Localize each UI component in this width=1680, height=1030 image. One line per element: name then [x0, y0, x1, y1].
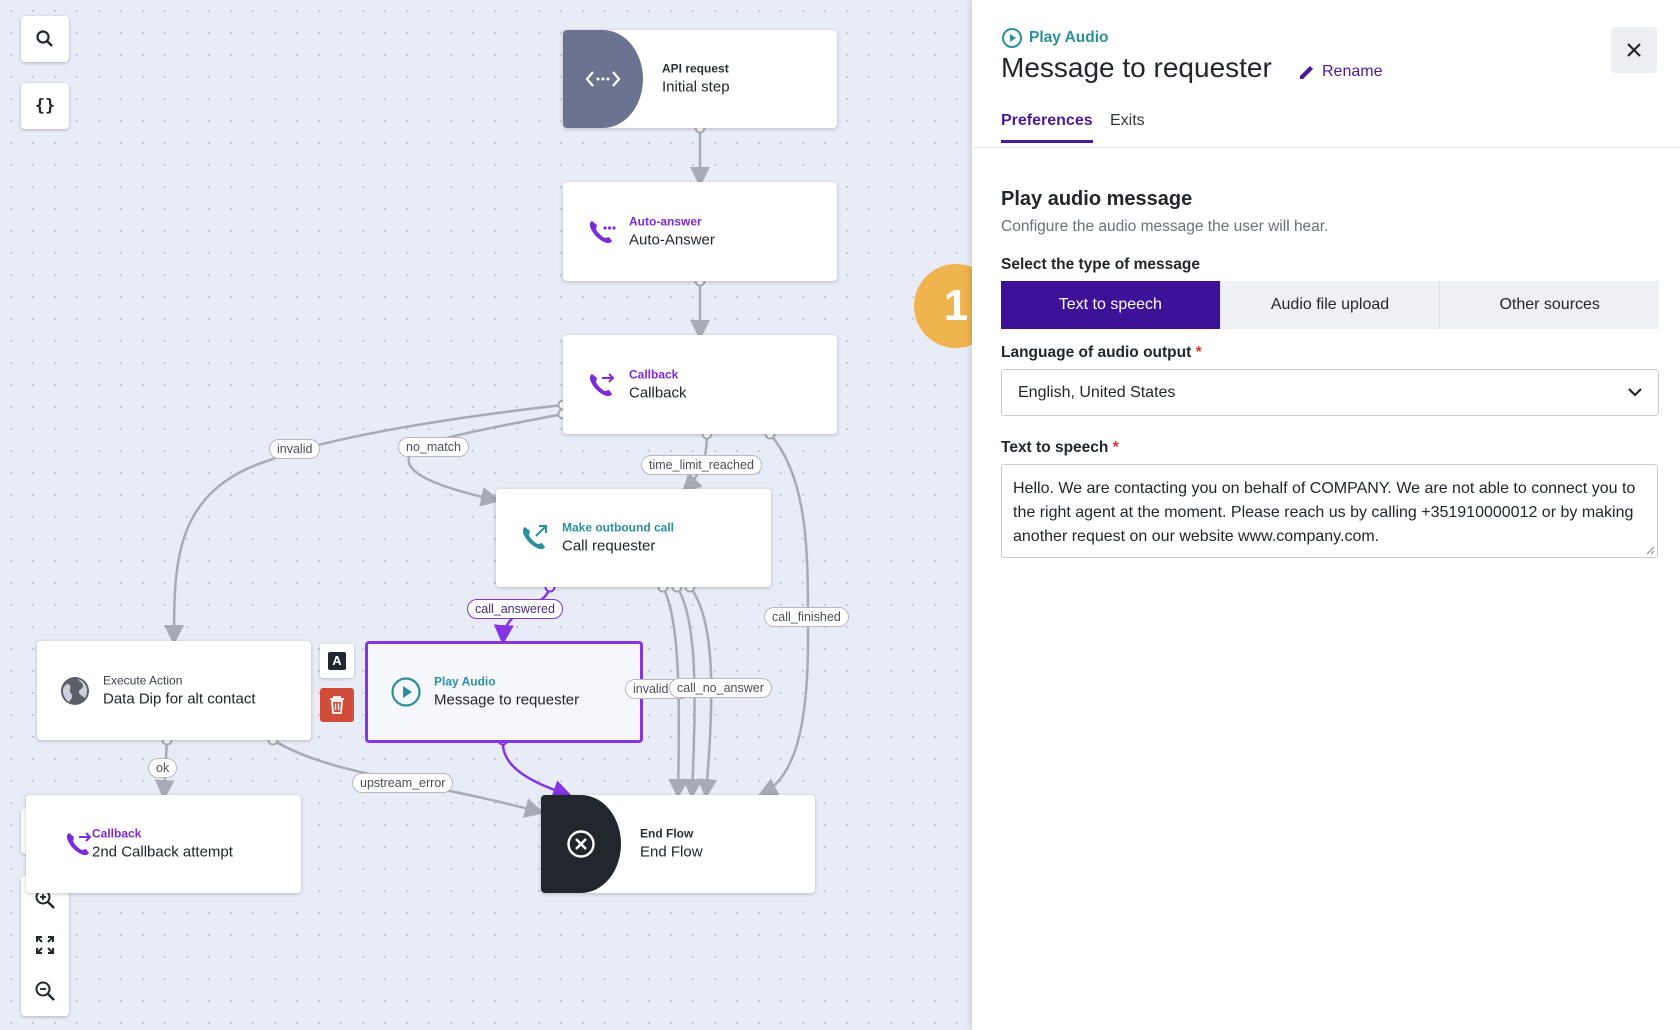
- node-type: Make outbound call: [562, 520, 675, 535]
- message-type-selector: Text to speech Audio file upload Other s…: [1001, 281, 1660, 329]
- node-title: Message to requester: [434, 691, 580, 709]
- node-play-audio[interactable]: Play Audio Message to requester: [365, 641, 643, 743]
- node-title: End Flow: [640, 843, 703, 861]
- panel-title: Message to requester: [1001, 52, 1272, 83]
- play-circle-icon: [1002, 28, 1022, 48]
- node-settings-panel: Play Audio Message to requester Rename P…: [972, 0, 1680, 1030]
- edge-label-invalid: invalid: [269, 439, 321, 459]
- language-select[interactable]: English, United States: [1001, 369, 1659, 416]
- zoom-out-button[interactable]: [21, 968, 69, 1014]
- node-execute-action[interactable]: Execute Action Data Dip for alt contact: [37, 641, 311, 740]
- panel-node-type: Play Audio: [1001, 27, 1109, 49]
- close-circle-icon: [567, 830, 595, 858]
- tts-textarea[interactable]: Hello. We are contacting you on behalf o…: [1001, 464, 1658, 558]
- tts-text: Hello. We are contacting you on behalf o…: [1013, 480, 1636, 545]
- node-title: 2nd Callback attempt: [92, 843, 233, 861]
- edge-nomatch-to-outbound: [407, 412, 564, 507]
- rename-button[interactable]: Rename: [1298, 63, 1382, 81]
- node-title: Callback: [629, 384, 687, 401]
- edge-label-call-no-answer: call_no_answer: [669, 678, 772, 698]
- edge-outbound-to-end-3: [689, 586, 718, 799]
- api-icon: [585, 71, 621, 87]
- language-label-text: Language of audio output: [1001, 344, 1192, 361]
- flow-canvas[interactable]: {}: [0, 0, 972, 1030]
- tab-exits[interactable]: Exits: [1110, 112, 1145, 129]
- tts-label-text: Text to speech: [1001, 439, 1109, 456]
- chevron-down-icon: [1628, 388, 1642, 397]
- end-icon-block: [541, 795, 621, 893]
- language-value: English, United States: [1018, 383, 1176, 401]
- section-title: Play audio message: [1001, 188, 1193, 210]
- node-title: Call requester: [562, 537, 656, 555]
- required-mark: *: [1112, 439, 1119, 456]
- node-api-request[interactable]: API request Initial step: [563, 30, 837, 128]
- edge-callfinished-to-end: [757, 433, 810, 797]
- edge-invalid-to-end: [661, 586, 689, 799]
- edge-playaudio-to-end: [501, 739, 573, 800]
- node-type: Callback: [629, 367, 679, 381]
- resize-grip-icon[interactable]: [1645, 545, 1655, 555]
- panel-tabs: Preferences Exits: [972, 100, 1680, 148]
- node-auto-answer[interactable]: Auto-answer Auto-Answer: [563, 182, 837, 281]
- node-type: End Flow: [640, 826, 694, 841]
- phone-ringing-icon: [583, 214, 619, 250]
- text-label-icon: A: [328, 652, 346, 670]
- option-other-sources[interactable]: Other sources: [1440, 281, 1660, 329]
- api-icon-block: [563, 30, 643, 128]
- node-callback[interactable]: Callback Callback: [563, 335, 837, 434]
- node-type: Execute Action: [103, 673, 183, 687]
- close-icon: [1627, 43, 1641, 57]
- edge-label-time-limit-reached: time_limit_reached: [641, 455, 762, 475]
- fit-view-button[interactable]: [21, 922, 69, 968]
- node-type: Auto-answer: [629, 214, 702, 228]
- node-end-flow[interactable]: End Flow End Flow: [541, 795, 815, 893]
- node-title: Data Dip for alt contact: [103, 690, 256, 707]
- language-label: Language of audio output *: [1001, 344, 1202, 362]
- trash-icon: [330, 696, 344, 714]
- section-description: Configure the audio message the user wil…: [1001, 218, 1329, 235]
- option-text-to-speech[interactable]: Text to speech: [1001, 281, 1221, 329]
- phone-callback-icon: [583, 367, 619, 403]
- node-make-outbound-call[interactable]: Make outbound call Call requester: [496, 489, 771, 587]
- json-view-button[interactable]: {}: [21, 83, 69, 129]
- zoom-out-icon: [35, 981, 55, 1001]
- label-node-button[interactable]: A: [320, 644, 354, 678]
- edge-label-no-match: no_match: [398, 437, 469, 457]
- search-button[interactable]: [21, 16, 69, 62]
- node-type: Play Audio: [434, 674, 496, 689]
- panel-node-type-label: Play Audio: [1029, 29, 1109, 46]
- edge-label-call-finished: call_finished: [764, 607, 849, 627]
- node-title: Initial step: [662, 78, 730, 96]
- edge-invalid-to-execute: [164, 403, 564, 645]
- edge-label-upstream-error: upstream_error: [352, 773, 454, 793]
- delete-node-button[interactable]: [320, 688, 354, 722]
- node-callback-2[interactable]: Callback 2nd Callback attempt: [26, 795, 301, 893]
- search-icon: [36, 30, 53, 47]
- edge-noanswer-to-end: [675, 586, 703, 799]
- globe-icon: [57, 673, 93, 709]
- rename-label: Rename: [1322, 63, 1383, 80]
- edge-label-ok: ok: [148, 758, 178, 778]
- close-panel-button[interactable]: [1611, 27, 1657, 73]
- message-type-label: Select the type of message: [1001, 256, 1200, 273]
- phone-callback-icon: [60, 826, 96, 862]
- play-circle-icon: [388, 674, 424, 710]
- zoom-controls: [21, 876, 69, 1016]
- edge-label-call-answered: call_answered: [467, 599, 563, 619]
- node-type: API request: [662, 61, 729, 76]
- tab-preferences[interactable]: Preferences: [1001, 112, 1093, 143]
- node-title: Auto-Answer: [629, 231, 715, 248]
- pencil-icon: [1300, 66, 1313, 79]
- node-type: Callback: [92, 826, 142, 841]
- braces-icon: {}: [34, 96, 56, 116]
- option-audio-file-upload[interactable]: Audio file upload: [1220, 281, 1441, 329]
- required-mark: *: [1195, 344, 1202, 361]
- tts-label: Text to speech *: [1001, 439, 1119, 457]
- phone-outgoing-icon: [516, 520, 552, 556]
- fit-screen-icon: [36, 936, 54, 954]
